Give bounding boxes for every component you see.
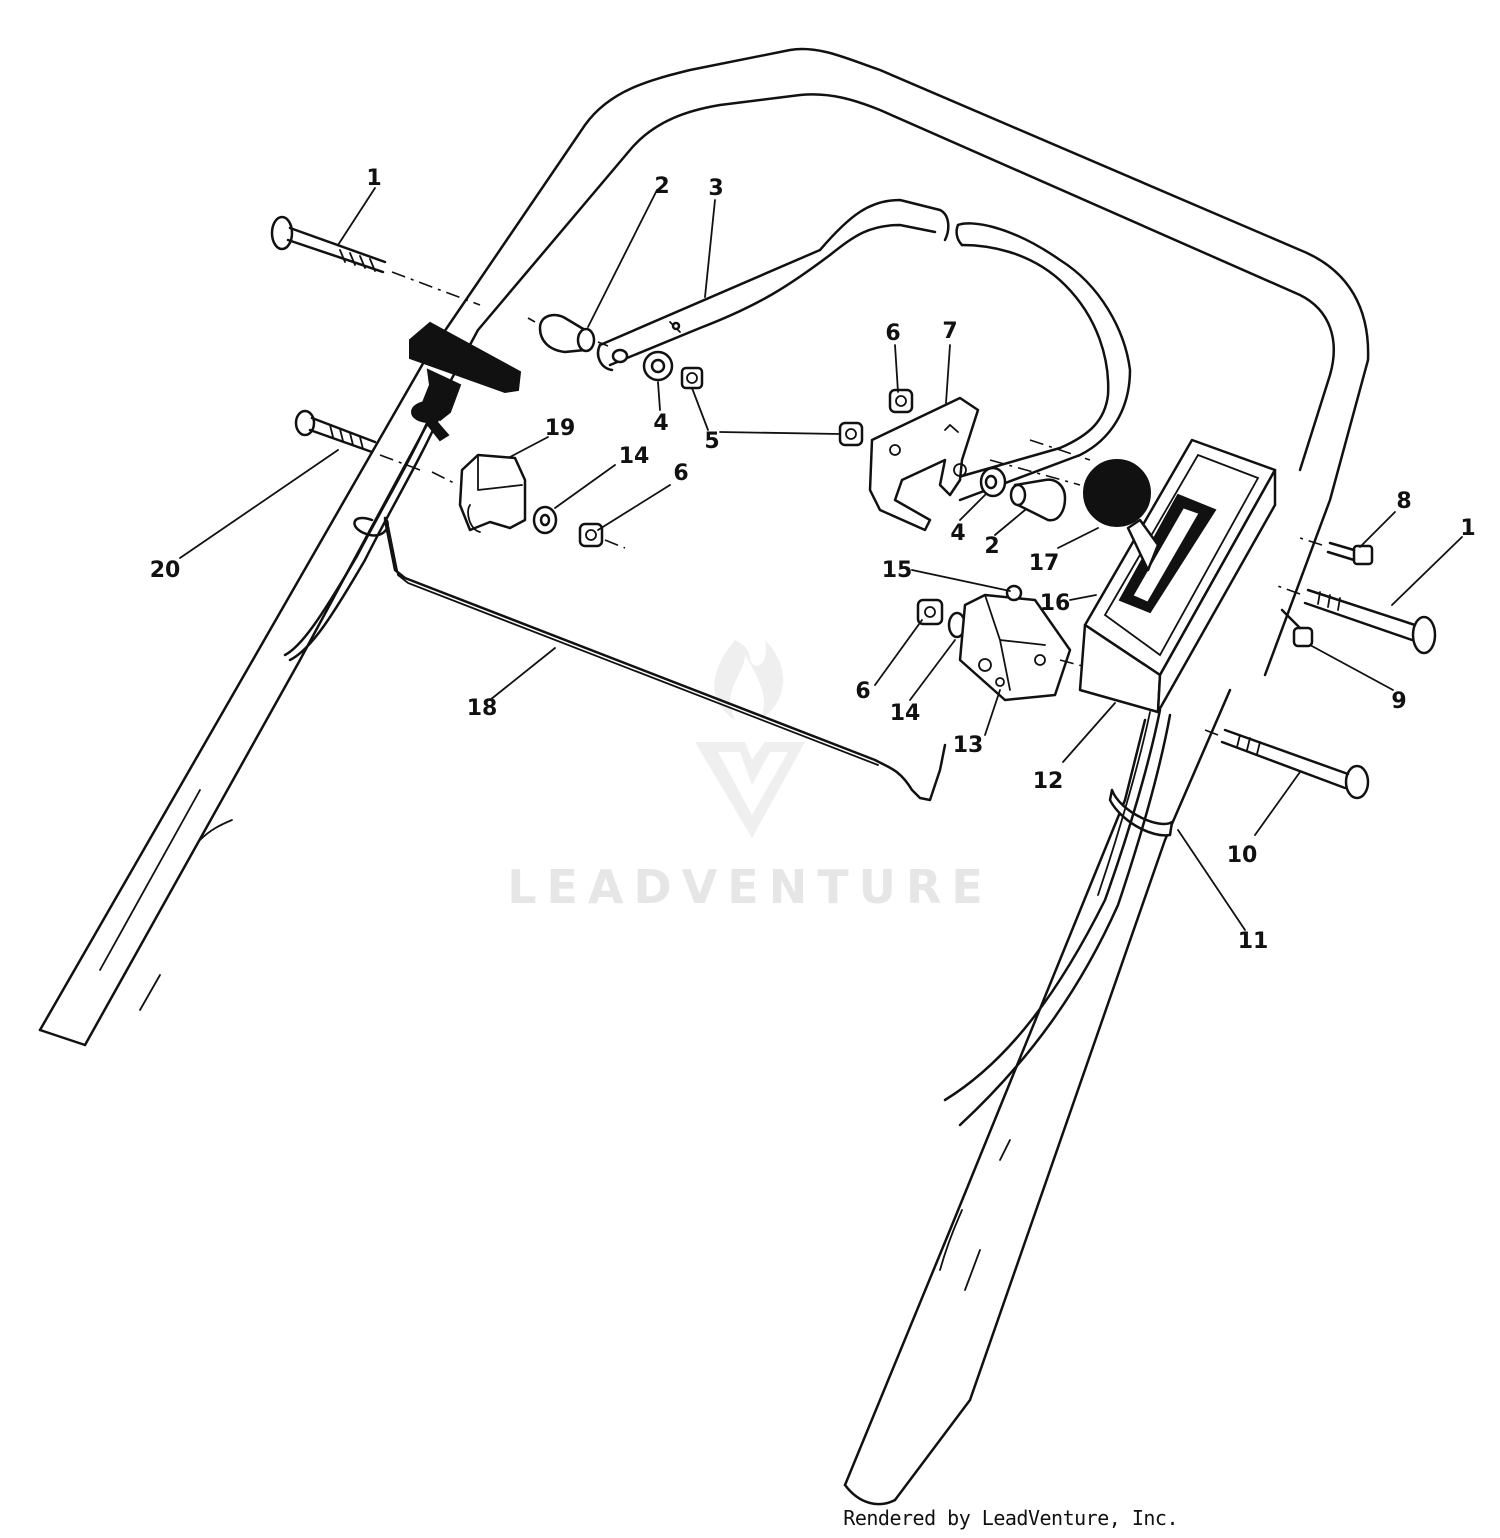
label-part-2: 2 xyxy=(654,174,669,199)
washer-4-left xyxy=(642,350,674,382)
render-credit: Rendered by LeadVenture, Inc. xyxy=(843,1506,1178,1530)
nut-9 xyxy=(1280,608,1314,648)
label-part-16: 16 xyxy=(1040,591,1071,616)
nut-6-lower xyxy=(916,598,944,626)
label-part-12: 12 xyxy=(1033,769,1064,794)
leader-lines xyxy=(179,187,1463,931)
label-part-10: 10 xyxy=(1227,843,1258,868)
lower-handle-tube xyxy=(843,688,1232,1506)
nut-6-left xyxy=(578,522,626,549)
label-part-2-right: 2 xyxy=(984,534,999,559)
block-19 xyxy=(431,453,527,533)
label-part-1: 1 xyxy=(366,166,381,191)
upper-handle xyxy=(38,47,1370,1047)
label-part-4-right: 4 xyxy=(950,521,965,546)
label-part-8: 8 xyxy=(1396,489,1411,514)
bolt-20 xyxy=(294,409,421,471)
label-part-1-right: 1 xyxy=(1460,516,1475,541)
label-part-13: 13 xyxy=(953,733,984,758)
part-labels: 1 2 3 4 5 6 7 19 14 6 20 4 2 17 8 1 15 1… xyxy=(150,166,1476,954)
label-part-3: 3 xyxy=(708,176,723,201)
bushing-2-right xyxy=(1009,478,1067,522)
watermark-text: LEADVENTURE xyxy=(507,860,993,914)
nut-6-top xyxy=(888,388,914,414)
label-part-18: 18 xyxy=(467,696,498,721)
bolt-10 xyxy=(1204,728,1370,800)
label-part-7: 7 xyxy=(942,319,957,344)
label-part-4: 4 xyxy=(653,411,668,436)
bolt-1-left xyxy=(270,215,481,306)
label-part-15: 15 xyxy=(882,558,913,583)
control-rod-18 xyxy=(353,516,947,802)
washer-14-left xyxy=(532,505,558,535)
label-part-9: 9 xyxy=(1391,689,1406,714)
block-13 xyxy=(958,593,1091,702)
cables xyxy=(283,410,1172,1127)
bushing-2-left xyxy=(527,313,609,354)
label-part-19: 19 xyxy=(545,416,576,441)
label-part-6-left: 6 xyxy=(673,461,688,486)
label-part-14-left: 14 xyxy=(619,444,650,469)
nut-15 xyxy=(1005,584,1023,602)
bolt-1-right xyxy=(1274,584,1437,655)
label-part-14-right: 14 xyxy=(890,701,921,726)
control-box-12 xyxy=(1078,438,1277,714)
label-part-6-top: 6 xyxy=(885,321,900,346)
label-part-5: 5 xyxy=(704,429,719,454)
label-part-17: 17 xyxy=(1029,551,1060,576)
bolt-8 xyxy=(1299,537,1374,566)
bail-3 xyxy=(596,198,1132,502)
nut-5-right xyxy=(838,421,864,447)
washer-4-right xyxy=(979,466,1007,498)
watermark-logo xyxy=(695,640,805,838)
label-part-6-lower: 6 xyxy=(855,679,870,704)
label-part-11: 11 xyxy=(1238,929,1269,954)
label-part-20: 20 xyxy=(150,558,181,583)
nut-5-left xyxy=(680,366,704,390)
starter-handle xyxy=(409,321,522,442)
bracket-7 xyxy=(868,396,1091,532)
